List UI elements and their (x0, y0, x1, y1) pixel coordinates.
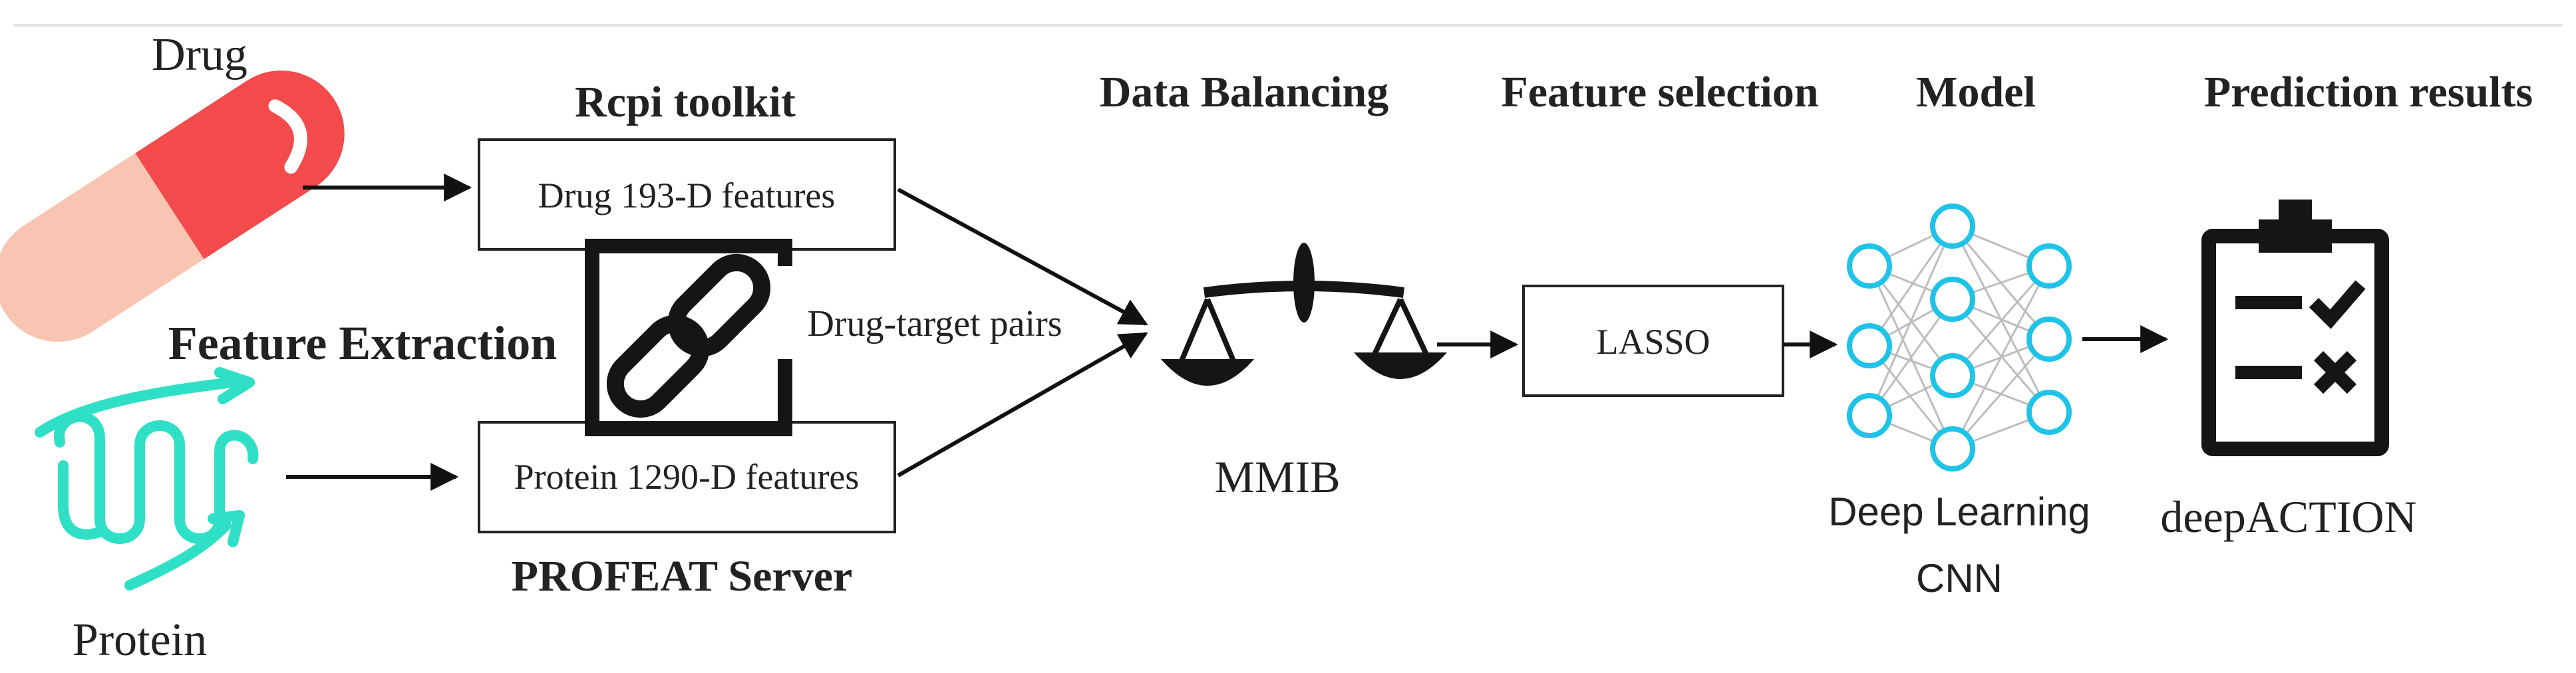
lasso-box (1522, 285, 1784, 397)
protein-label: Protein (73, 614, 207, 666)
neural-network-icon (1847, 203, 2072, 471)
model-label: Model (1916, 68, 2036, 116)
balance-scale-icon (1161, 243, 1447, 386)
data-balancing-label: Data Balancing (1100, 68, 1389, 116)
protein-icon (35, 367, 259, 591)
mmib-label: MMIB (1215, 452, 1341, 502)
pill-icon (0, 70, 345, 342)
drug-features-text: Drug 193-D features (538, 176, 836, 215)
drug-target-pairs-label: Drug-target pairs (807, 303, 1062, 344)
clipboard-checklist-icon (2201, 200, 2389, 456)
lasso-text: LASSO (1596, 322, 1710, 362)
feature-selection-label: Feature selection (1501, 68, 1818, 116)
profeat-server-label: PROFEAT Server (512, 552, 853, 601)
cnn-label: CNN (1916, 556, 2003, 601)
deep-learning-label: Deep Learning (1828, 489, 2090, 534)
prediction-results-label: Prediction results (2204, 68, 2533, 116)
drug-label: Drug (152, 29, 247, 80)
arrow-drug-to-balancing (897, 188, 1148, 326)
protein-features-text: Protein 1290-D features (514, 457, 860, 497)
protein-features-box (478, 421, 896, 533)
link-chain-icon (585, 239, 792, 436)
arrow-protein-to-balancing (897, 332, 1148, 477)
rcpi-toolkit-label: Rcpi toolkit (575, 78, 796, 126)
feature-extraction-label: Feature Extraction (168, 317, 558, 370)
deepaction-label: deepACTION (2160, 491, 2416, 542)
